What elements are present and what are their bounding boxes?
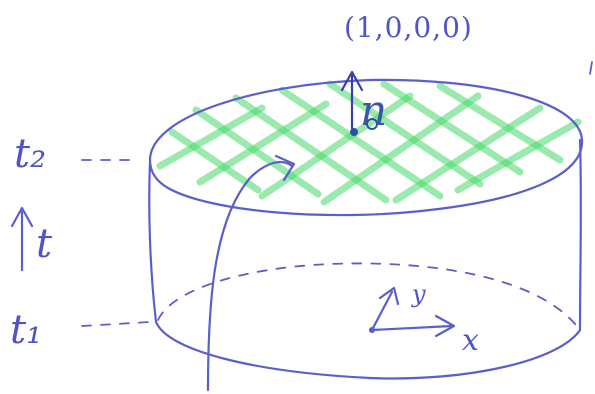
t1-leader-line (82, 322, 150, 326)
normal-label: n (360, 90, 387, 132)
normal-base-point (350, 128, 358, 136)
bottom-ellipse-front (156, 322, 580, 378)
t1-label: t₁ (10, 310, 42, 350)
left-wall (149, 162, 156, 322)
t2-label: t₂ (14, 134, 46, 174)
right-wall (580, 140, 581, 330)
x-axis (372, 326, 452, 330)
curved-pointer-arrow (208, 162, 292, 390)
corner-tick (590, 62, 592, 74)
normal-vector-components: (1,0,0,0) (344, 14, 473, 42)
y-axis-label: y (412, 282, 426, 306)
bottom-ellipse-back (158, 263, 580, 330)
x-axis-label: x (462, 326, 479, 356)
time-axis-label: t (36, 224, 52, 264)
